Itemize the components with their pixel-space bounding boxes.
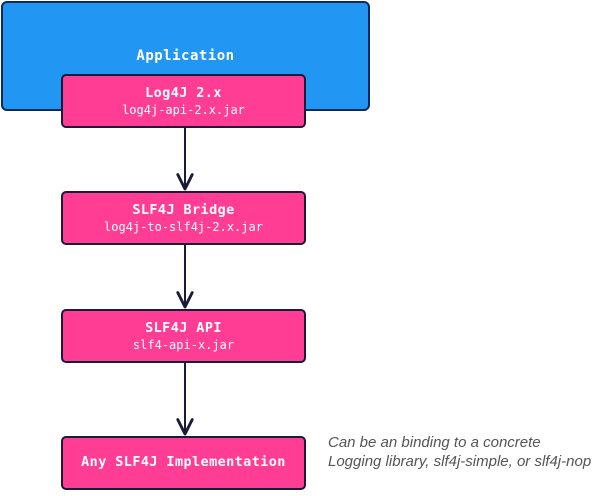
node-slf4j-implementation: Any SLF4J Implementation: [61, 436, 306, 490]
node-slf4j-bridge: SLF4J Bridge log4j-to-slf4j-2.x.jar: [61, 191, 306, 245]
implementation-note: Can be an binding to a concrete Logging …: [328, 434, 592, 470]
node-log4j-title: Log4J 2.x: [145, 85, 222, 101]
node-slf4j-api-subtitle: slf4-api-x.jar: [132, 338, 235, 352]
node-slf4j-implementation-title: Any SLF4J Implementation: [81, 454, 286, 470]
node-log4j-subtitle: log4j-api-2.x.jar: [122, 103, 245, 117]
application-label: Application: [136, 48, 235, 64]
node-log4j: Log4J 2.x log4j-api-2.x.jar: [61, 74, 306, 128]
node-slf4j-api-title: SLF4J API: [145, 320, 222, 336]
node-slf4j-bridge-title: SLF4J Bridge: [132, 202, 235, 218]
node-slf4j-api: SLF4J API slf4-api-x.jar: [61, 309, 306, 363]
node-slf4j-bridge-subtitle: log4j-to-slf4j-2.x.jar: [104, 220, 263, 234]
